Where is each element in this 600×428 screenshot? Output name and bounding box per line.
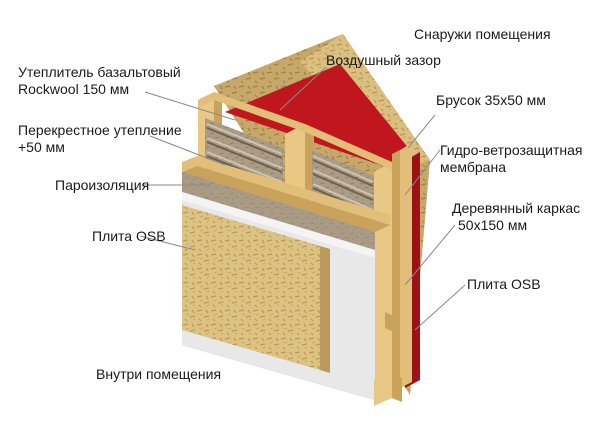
label-osb-outer: Плита OSB (467, 276, 541, 293)
label-cross-insulation-line1: Перекрестное утепление (18, 122, 182, 138)
label-insulation-line1: Утеплитель базальтовый (18, 64, 181, 80)
label-membrane: Гидро-ветрозащитная мембрана (440, 142, 583, 176)
label-osb-inner-text: Плита OSB (92, 228, 166, 244)
label-inside: Внутри помещения (96, 366, 221, 383)
label-membrane-line2: мембрана (440, 159, 506, 175)
label-osb-inner: Плита OSB (92, 228, 166, 245)
label-inside-text: Внутри помещения (96, 366, 222, 382)
label-batten: Брусок 35х50 мм (436, 92, 546, 109)
label-frame-line2: 50х150 мм (458, 217, 528, 233)
label-cross-insulation: Перекрестное утепление +50 мм (18, 122, 182, 156)
label-outside-text: Снаружи помещения (414, 26, 551, 42)
label-batten-text: Брусок 35х50 мм (436, 92, 546, 108)
label-vapor-barrier-text: Пароизоляция (55, 177, 150, 193)
label-frame-line1: Деревянный каркас (452, 200, 581, 216)
label-membrane-line1: Гидро-ветрозащитная (440, 142, 583, 158)
label-vapor-barrier: Пароизоляция (55, 177, 149, 194)
label-outside: Снаружи помещения (414, 26, 551, 43)
label-air-gap-text: Воздушный зазор (326, 52, 441, 68)
label-air-gap: Воздушный зазор (326, 52, 441, 69)
label-insulation-line2: Rockwool 150 мм (18, 81, 130, 97)
label-osb-outer-text: Плита OSB (467, 276, 541, 292)
label-frame: Деревянный каркас 50х150 мм (452, 200, 580, 234)
label-cross-insulation-line2: +50 мм (18, 139, 65, 155)
label-insulation: Утеплитель базальтовый Rockwool 150 мм (18, 64, 181, 98)
inner-osb-plate (182, 205, 330, 373)
frame-stud-bottom (374, 372, 402, 406)
leader-lines (139, 67, 466, 331)
